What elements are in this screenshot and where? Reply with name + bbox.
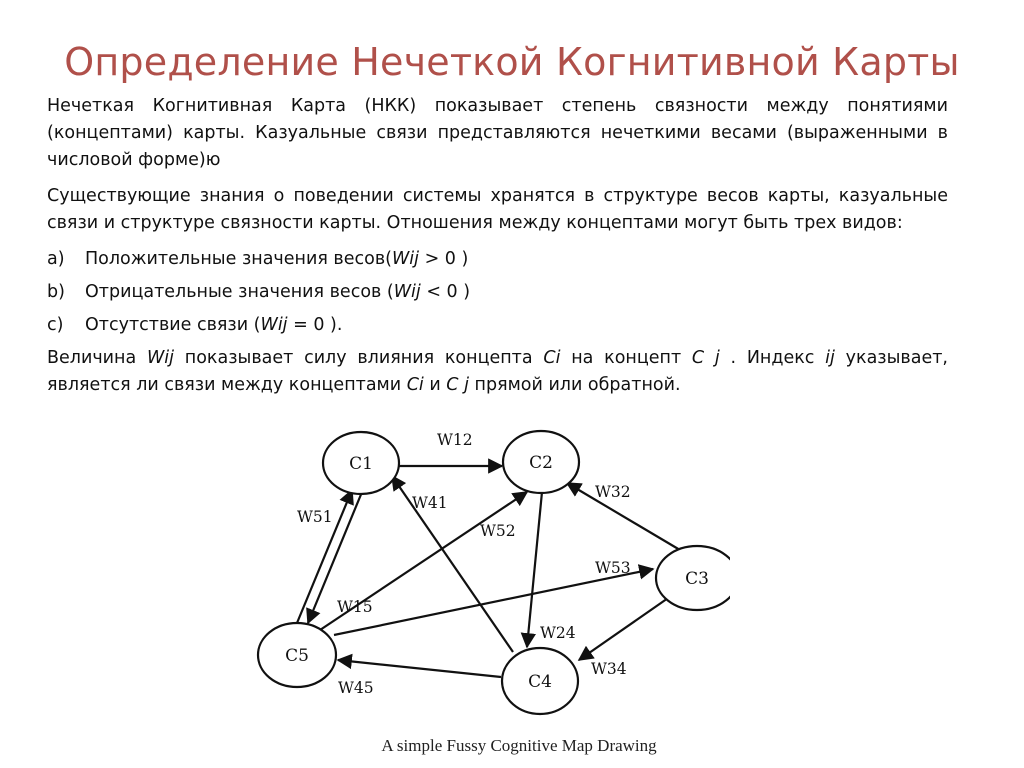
edge-label-w24: W24 (540, 624, 576, 642)
list-text: Отсутствие связи (Wij = 0 ). (85, 315, 343, 335)
edge-c2-c4 (520, 491, 544, 649)
node-c4 (500, 646, 580, 716)
edge-label-w52: W52 (480, 522, 516, 540)
node-c5 (256, 621, 338, 689)
node-label-c5: C5 (285, 646, 309, 666)
edge-c5-c1 (295, 488, 354, 624)
paragraph-knowledge: Существующие знания о поведении системы … (47, 186, 948, 233)
var-wij: Wij (393, 282, 421, 302)
node-c3 (654, 544, 730, 612)
edge-c4-c1 (391, 474, 514, 653)
list-item-negative: b) Отрицательные значения весов (Wij < 0… (47, 279, 948, 306)
slide-title: Определение Нечеткой Когнитивной Карты (64, 40, 960, 84)
edge-label-w12: W12 (437, 431, 473, 449)
edge-c1-c5 (306, 491, 364, 625)
edge-c3-c4 (577, 595, 672, 661)
edge-label-w53: W53 (595, 559, 631, 577)
diagram-caption: A simple Fussy Cognitive Map Drawing (381, 736, 657, 755)
list-item-positive: a) Положительные значения весов(Wij > 0 … (47, 246, 948, 273)
node-c2 (501, 429, 581, 495)
edge-c5-c3 (333, 564, 655, 637)
edge-c3-c2 (565, 482, 681, 551)
list-marker: b) (47, 282, 65, 302)
edge-label-w15: W15 (337, 598, 373, 616)
var-wij: Wij (391, 249, 420, 269)
edge-label-w32: W32 (595, 483, 631, 501)
edge-label-w41: W41 (412, 494, 448, 512)
edge-label-w51: W51 (297, 508, 333, 526)
edge-c4-c5 (336, 653, 502, 679)
list-text: Отрицательные значения весов (Wij < 0 ) (85, 282, 471, 302)
list-marker: c) (47, 315, 64, 335)
list-text: Положительные значения весов(Wij > 0 ) (85, 249, 469, 269)
paragraph-weight-meaning: Величина Wij показывает силу влияния кон… (47, 348, 948, 395)
content-body: Нечеткая Когнитивная Карта (НКК) показыв… (47, 93, 948, 408)
node-label-c4: C4 (528, 672, 552, 692)
list-marker: a) (47, 249, 65, 269)
node-label-c1: C1 (349, 454, 373, 474)
node-c1 (321, 430, 401, 496)
edge-c5-c2 (319, 491, 529, 631)
fcm-diagram-svg: C1 C2 C3 C4 C5 W12 W41 W32 W51 W52 W53 W… (256, 429, 730, 755)
node-label-c2: C2 (529, 453, 553, 473)
var-wij: Wij (260, 315, 288, 335)
fcm-diagram: C1 C2 C3 C4 C5 W12 W41 W32 W51 W52 W53 W… (250, 418, 730, 763)
edge-label-w34: W34 (591, 660, 627, 678)
node-label-c3: C3 (685, 569, 709, 589)
list-item-none: c) Отсутствие связи (Wij = 0 ). (47, 312, 948, 339)
edge-label-w45: W45 (338, 679, 374, 697)
paragraph-definition: Нечеткая Когнитивная Карта (НКК) показыв… (47, 96, 948, 170)
